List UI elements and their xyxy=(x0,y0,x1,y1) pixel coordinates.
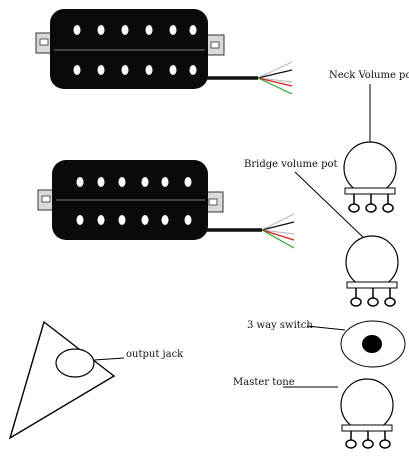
neck-pickup-body xyxy=(50,9,208,89)
neck-volume-pot-label: Neck Volume pot xyxy=(329,70,409,81)
three-way-switch: 3 way switch xyxy=(247,320,406,368)
master-tone-label: Master tone xyxy=(233,377,295,388)
neck-volume-pot-body xyxy=(343,141,397,195)
output-jack-plate xyxy=(8,320,116,440)
master-tone-pot-body xyxy=(340,378,394,432)
switch-dot xyxy=(362,335,382,353)
output-jack-hole xyxy=(55,348,95,378)
output-jack: output jack xyxy=(8,320,184,440)
neck-volume-pot: Neck Volume pot xyxy=(329,70,409,213)
bridge-volume-pot: Bridge volume pot xyxy=(244,159,399,307)
three-way-switch-label: 3 way switch xyxy=(247,320,313,331)
master-tone-pot: Master tone xyxy=(233,377,394,449)
output-jack-label: output jack xyxy=(126,349,184,360)
bridge-volume-pot-label: Bridge volume pot xyxy=(244,159,338,170)
neck-pickup xyxy=(35,9,293,95)
bridge-volume-pot-body xyxy=(345,235,399,289)
bridge-pickup xyxy=(37,160,295,249)
